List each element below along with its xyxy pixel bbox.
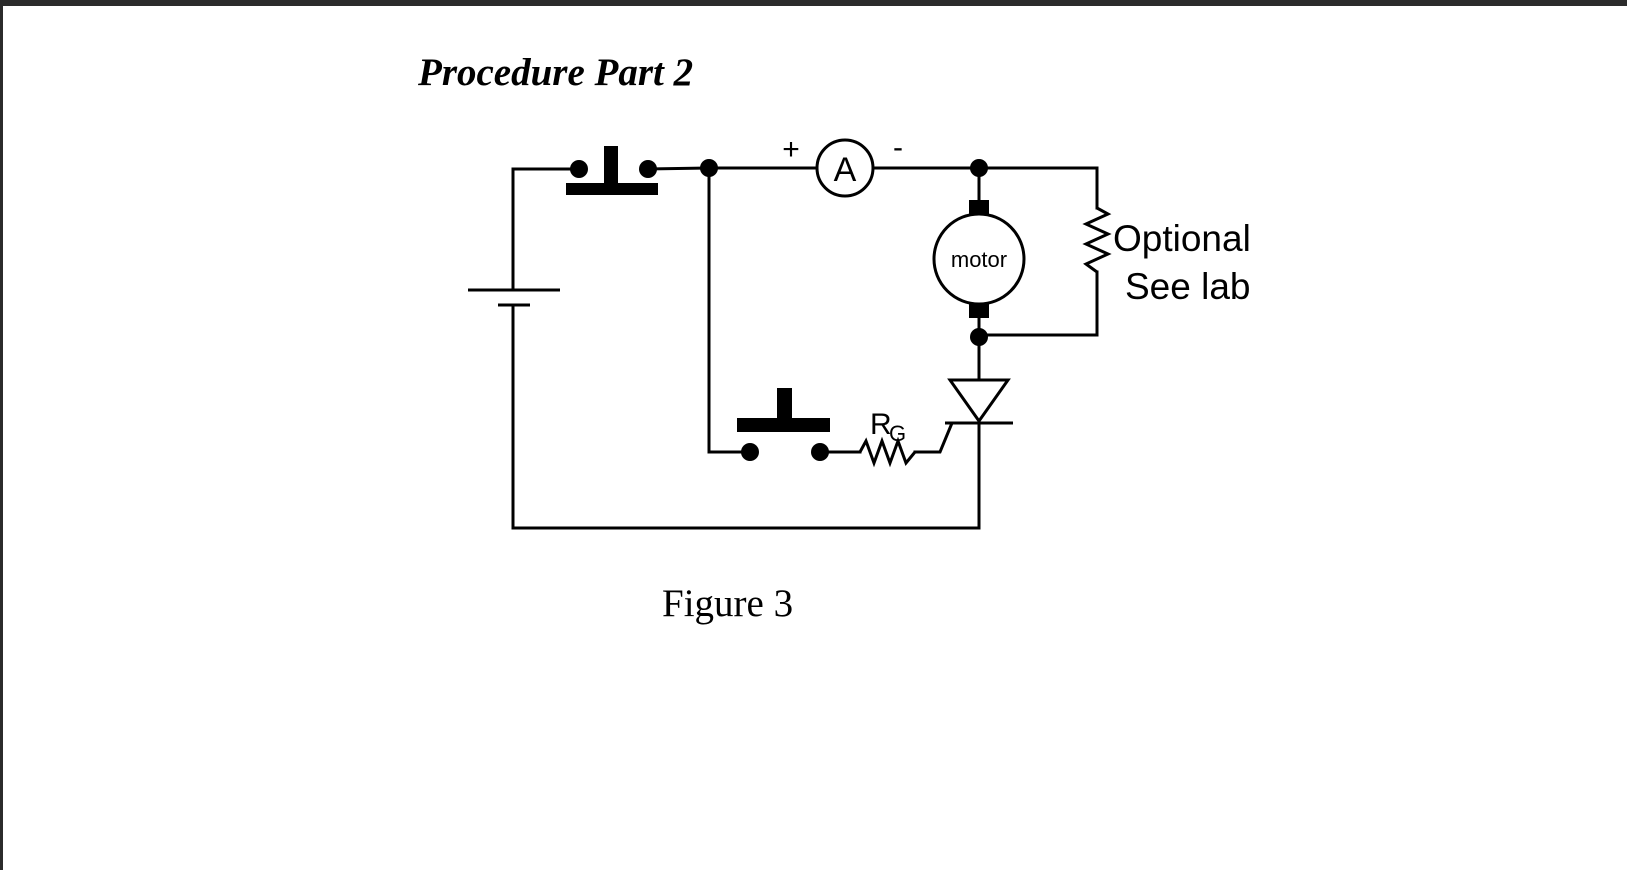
ammeter-icon: A + - — [782, 131, 903, 198]
wire-top-b — [872, 166, 1099, 210]
gate-pushbutton-switch-icon — [737, 388, 830, 461]
motor-icon: motor — [932, 200, 1026, 318]
procedure-heading: Procedure Part 2 — [418, 51, 694, 94]
junction-dot — [970, 328, 988, 346]
document-page — [3, 6, 1627, 870]
junction-dot — [970, 159, 988, 177]
gate-resistor-icon — [858, 436, 917, 468]
battery-icon — [468, 288, 560, 307]
optional-resistor-icon — [1082, 206, 1112, 274]
wire-top-a — [645, 166, 818, 171]
scr-thyristor-icon — [945, 378, 1013, 425]
gate-resistor-label-main: R — [870, 408, 892, 441]
gate-resistor-label-sub: G — [889, 421, 906, 446]
wire-left-upper — [511, 167, 587, 292]
wire-branch — [707, 166, 752, 454]
wire-left-lower — [511, 303, 981, 530]
motor-label: motor — [951, 247, 1007, 272]
optional-label: Optional — [1113, 218, 1251, 259]
ammeter-label: A — [834, 151, 857, 189]
wire-gate-b — [913, 421, 1012, 454]
ammeter-minus-label: - — [893, 131, 903, 164]
wire-optional-return — [977, 270, 1099, 337]
top-pushbutton-switch-icon — [566, 146, 658, 195]
figure-caption: Figure 3 — [662, 582, 794, 625]
see-lab-label: See lab — [1125, 266, 1251, 307]
junction-dot — [700, 159, 718, 177]
ammeter-plus-label: + — [782, 133, 800, 166]
